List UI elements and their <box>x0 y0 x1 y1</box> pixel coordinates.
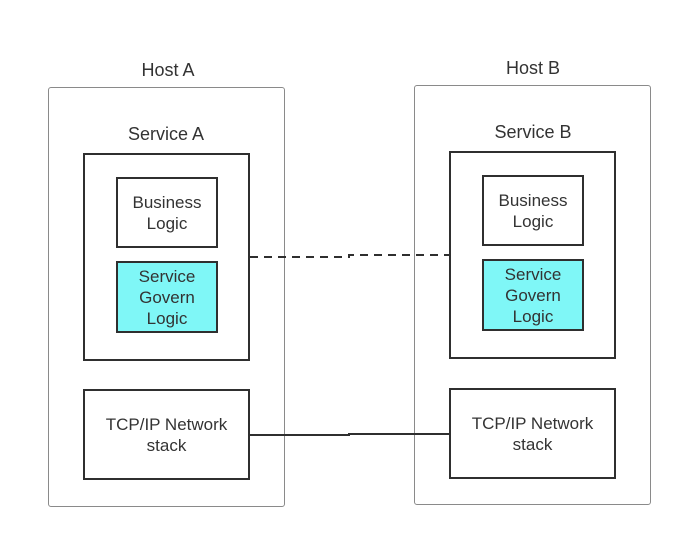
host-b-title: Host B <box>505 58 561 78</box>
service-b-title: Service B <box>494 122 572 142</box>
service-dashed-connector <box>250 254 449 258</box>
host-a-title: Host A <box>141 60 195 80</box>
service-a-title: Service A <box>127 124 205 144</box>
network-solid-connector <box>250 433 449 436</box>
service-b-business-logic: Business Logic <box>482 175 584 246</box>
service-b-govern-logic: Service Govern Logic <box>482 259 584 331</box>
host-b-network-stack: TCP/IP Network stack <box>449 388 616 479</box>
host-a-network-stack: TCP/IP Network stack <box>83 389 250 480</box>
service-a-govern-logic: Service Govern Logic <box>116 261 218 333</box>
service-a-business-logic: Business Logic <box>116 177 218 248</box>
